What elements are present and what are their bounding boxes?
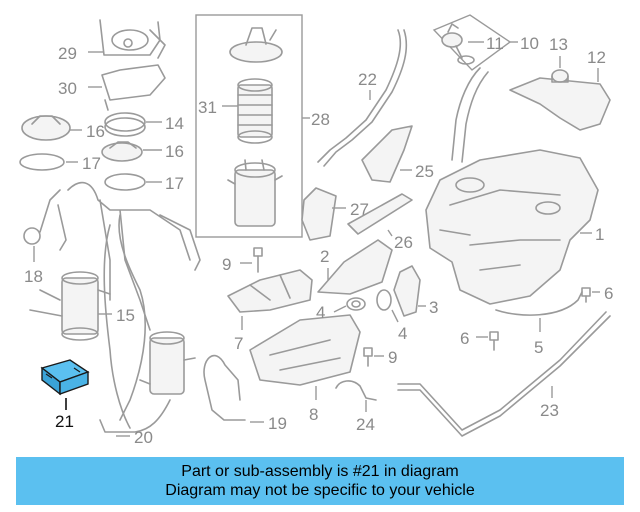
callout-16a: 16: [86, 122, 105, 141]
shield-2: [317, 239, 393, 295]
callout-2: 2: [320, 247, 329, 266]
bracket-25: [361, 125, 413, 183]
bolt-6a: [581, 287, 591, 303]
filter-kit-box-28: [195, 14, 303, 238]
grommet-4a: [346, 297, 366, 311]
callout-17b: 17: [165, 174, 184, 193]
callout-3: 3: [429, 298, 438, 317]
callout-31: 31: [198, 98, 217, 117]
callout-20: 20: [134, 428, 153, 447]
callout-10: 10: [520, 34, 539, 53]
callout-29: 29: [58, 44, 77, 63]
filter-element-31: [237, 78, 273, 144]
callout-28: 28: [311, 110, 330, 129]
highlighted-part-21[interactable]: [40, 359, 90, 396]
bracket-26: [347, 193, 413, 235]
callout-21: 21: [55, 412, 74, 431]
bolt-6b: [489, 331, 499, 351]
line-23: [397, 311, 611, 437]
callout-24: 24: [356, 415, 375, 434]
callout-30: 30: [58, 79, 77, 98]
banner-part-reference: Part or sub-assembly is #21 in diagram: [181, 463, 459, 480]
seal-17a: [19, 153, 65, 171]
callout-23: 23: [540, 401, 559, 420]
bracket-29: [99, 19, 166, 59]
part-info-banner: Part or sub-assembly is #21 in diagram D…: [16, 457, 624, 505]
pump-harness: [67, 181, 201, 331]
callout-4a: 4: [316, 303, 325, 322]
filler-neck: [451, 67, 489, 163]
housing-12: [509, 77, 611, 131]
callout-12: 12: [587, 48, 606, 67]
callout-14: 14: [165, 114, 184, 133]
hose-24: [335, 380, 377, 401]
callout-9a: 9: [222, 255, 231, 274]
banner-disclaimer: Diagram may not be specific to your vehi…: [165, 482, 475, 499]
filter-housing: [227, 159, 283, 227]
callout-18: 18: [24, 267, 43, 286]
bolt-9a: [253, 247, 263, 273]
fuel-tank-1: [425, 149, 599, 305]
callout-7: 7: [234, 334, 243, 353]
filler-pipe-22: [317, 29, 408, 167]
lock-ring-14: [104, 112, 146, 137]
callout-17a: 17: [82, 154, 101, 173]
cap-11: [441, 23, 475, 65]
callout-16b: 16: [165, 142, 184, 161]
bracket-27: [301, 187, 337, 241]
pump-flange-16b: [101, 141, 143, 162]
grommet-4b: [376, 289, 392, 311]
underbody-shield-8: [249, 314, 361, 386]
callout-13: 13: [549, 35, 568, 54]
fuel-pump-module-15: [29, 271, 111, 341]
callout-1: 1: [595, 225, 604, 244]
bracket-3: [393, 265, 421, 317]
line-5: [495, 291, 583, 316]
heat-shield-7: [227, 269, 313, 313]
callout-22: 22: [358, 70, 377, 89]
callout-11: 11: [486, 34, 504, 53]
filter-cap: [229, 27, 283, 63]
sender-unit: [139, 331, 196, 395]
callout-4b: 4: [398, 324, 407, 343]
fuel-line-a: [118, 214, 146, 421]
bracket-30: [101, 64, 166, 111]
callout-15: 15: [116, 306, 135, 325]
line-20: [99, 399, 171, 433]
callout-6a: 6: [604, 284, 613, 303]
pump-flange-16a: [21, 115, 71, 141]
callout-8: 8: [309, 405, 318, 424]
seal-17b: [104, 173, 146, 191]
callout-19: 19: [268, 414, 287, 433]
harness-19: [203, 354, 246, 421]
cap-13: [551, 69, 569, 83]
fuel-line-b: [103, 224, 131, 429]
callout-6b: 6: [460, 329, 469, 348]
callout-26: 26: [394, 233, 413, 252]
callout-9b: 9: [388, 348, 397, 367]
callout-5: 5: [534, 338, 543, 357]
bolt-9b: [363, 347, 373, 367]
sender-18: [23, 189, 67, 251]
exploded-parts-diagram: 29 30 16 14 16 17 17 18: [19, 14, 613, 447]
callout-25: 25: [415, 162, 434, 181]
